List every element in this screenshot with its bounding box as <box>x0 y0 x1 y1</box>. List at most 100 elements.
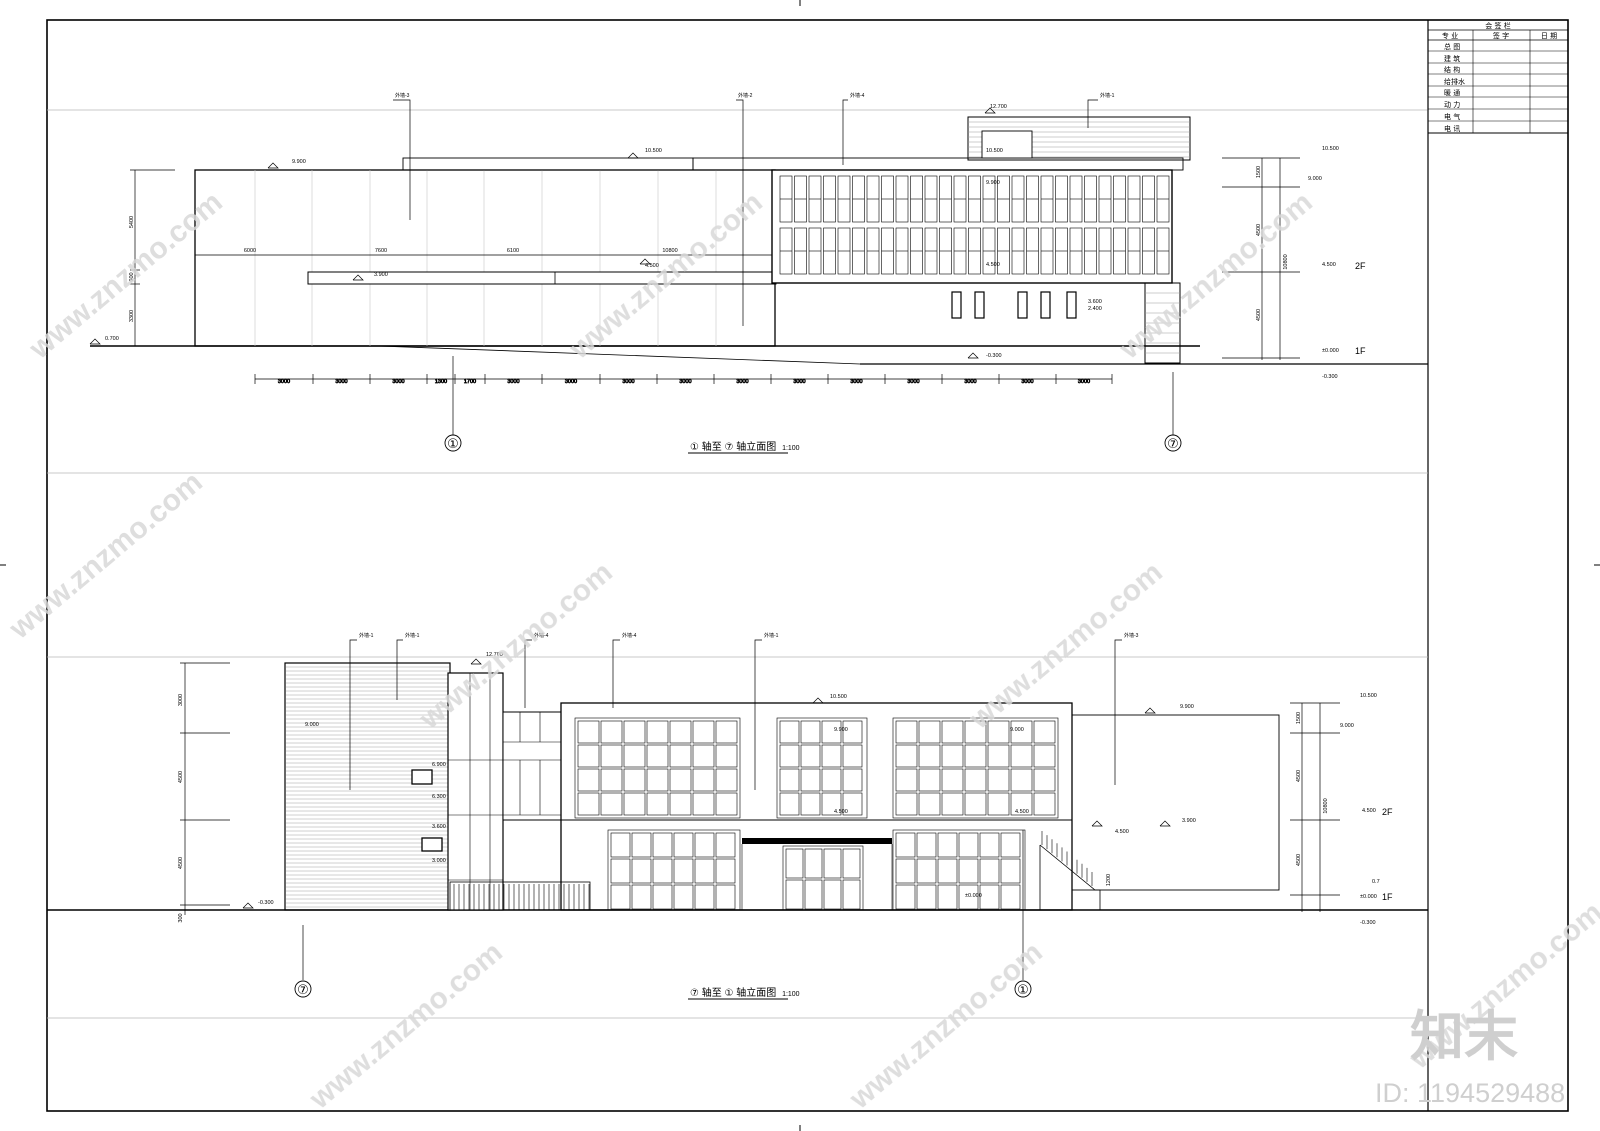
dimension-label: 3000 <box>278 379 290 385</box>
curtain-panel <box>715 744 738 768</box>
svg-text:3.900: 3.900 <box>1182 818 1196 824</box>
main-body-bottom <box>560 702 1073 911</box>
svg-text:外墙-3: 外墙-3 <box>395 92 410 99</box>
svg-text:10.500: 10.500 <box>986 148 1003 154</box>
curtain-panel <box>895 744 918 768</box>
curtain-panel <box>673 832 694 858</box>
dimension-label: 3000 <box>679 379 691 385</box>
curtain-panel <box>577 720 600 744</box>
curtain-panel <box>692 720 715 744</box>
curtain-panel <box>1033 792 1056 816</box>
row-structure: 结 构 <box>1444 65 1460 74</box>
curtain-panel <box>1010 744 1033 768</box>
svg-text:2.400: 2.400 <box>1088 306 1102 312</box>
col-signature: 签 字 <box>1493 31 1509 40</box>
svg-text:5400: 5400 <box>129 216 135 228</box>
svg-text:4.500: 4.500 <box>1115 829 1129 835</box>
curtain-panel <box>646 744 669 768</box>
svg-text:4.500: 4.500 <box>986 262 1000 268</box>
svg-text:9.900: 9.900 <box>986 180 1000 186</box>
svg-text:300: 300 <box>178 913 184 922</box>
curtain-panel <box>1010 792 1033 816</box>
curtain-panel <box>631 832 652 858</box>
curtain-panel <box>958 858 979 884</box>
curtain-panel <box>1010 768 1033 792</box>
curtain-panel <box>779 720 800 744</box>
curtain-panel <box>623 744 646 768</box>
curtain-panel <box>652 884 673 910</box>
curtain-panel <box>610 832 631 858</box>
svg-text:9.000: 9.000 <box>1010 727 1024 733</box>
curtain-panel <box>631 884 652 910</box>
col-date: 日 期 <box>1541 32 1557 40</box>
curtain-panel <box>715 884 736 910</box>
svg-text:www.znzmo.com: www.znzmo.com <box>963 555 1169 736</box>
svg-text:3.900: 3.900 <box>374 272 388 278</box>
svg-text:-0.300: -0.300 <box>986 353 1002 359</box>
curtain-panel <box>804 848 823 879</box>
dimension-label: 1700 <box>464 379 476 385</box>
curtain-panel <box>941 768 964 792</box>
svg-text:外墙-2: 外墙-2 <box>738 92 753 99</box>
svg-text:9.000: 9.000 <box>1340 723 1354 729</box>
curtain-panel <box>600 768 623 792</box>
sheet-border <box>46 19 1569 1112</box>
svg-text:3.600: 3.600 <box>1088 299 1102 305</box>
dimension-label: 3000 <box>565 379 577 385</box>
curtain-wall-top <box>771 169 1173 284</box>
svg-text:⑦: ⑦ <box>1167 436 1179 451</box>
curtain-panel <box>895 720 918 744</box>
curtain-panel <box>694 832 715 858</box>
curtain-panel <box>623 720 646 744</box>
curtain-panel <box>577 744 600 768</box>
svg-text:0.700: 0.700 <box>105 336 119 342</box>
curtain-frame <box>776 717 868 819</box>
curtain-panel <box>646 720 669 744</box>
svg-text:10800: 10800 <box>662 248 677 254</box>
curtain-panel <box>941 792 964 816</box>
axis-bubble-1-bottom <box>1014 980 1032 998</box>
curtain-panel <box>842 848 861 879</box>
elevation-bottom: 外墙-1 外墙-1 外墙-4 外墙-4 外墙-1 外墙-3 12.700 10.… <box>47 632 1428 1000</box>
svg-text:3300: 3300 <box>129 310 135 322</box>
curtain-panel <box>610 884 631 910</box>
curtain-panel <box>673 858 694 884</box>
svg-text:6.300: 6.300 <box>432 794 446 800</box>
curtain-panel <box>694 858 715 884</box>
curtain-panel <box>964 720 987 744</box>
curtain-panel <box>800 744 821 768</box>
row-hvac: 暖 通 <box>1444 88 1460 97</box>
curtain-panel <box>669 720 692 744</box>
curtain-panel <box>1000 858 1021 884</box>
svg-text:4500: 4500 <box>1256 224 1262 236</box>
row-electrical: 电 气 <box>1444 112 1460 121</box>
svg-text:www.znzmo.com: www.znzmo.com <box>843 935 1049 1116</box>
svg-text:4500: 4500 <box>178 771 184 783</box>
svg-text:9.900: 9.900 <box>834 727 848 733</box>
dimension-label: 3000 <box>964 379 976 385</box>
svg-text:10.500: 10.500 <box>1360 693 1377 699</box>
curtain-panel <box>987 768 1010 792</box>
svg-text:4.500: 4.500 <box>1362 808 1376 814</box>
svg-text:9.900: 9.900 <box>1180 704 1194 710</box>
curtain-panel <box>937 884 958 910</box>
curtain-panel <box>842 744 863 768</box>
curtain-panel <box>623 768 646 792</box>
curtain-panel <box>821 744 842 768</box>
curtain-panel <box>918 792 941 816</box>
curtain-panel <box>577 792 600 816</box>
dimension-label: 3000 <box>622 379 634 385</box>
curtain-frame <box>574 717 741 819</box>
axis-bubble-7-top <box>1164 434 1182 452</box>
svg-text:10.500: 10.500 <box>645 148 662 154</box>
curtain-panel <box>1033 768 1056 792</box>
curtain-panel <box>669 768 692 792</box>
curtain-panel <box>842 792 863 816</box>
curtain-panel <box>692 768 715 792</box>
row-general: 总 图 <box>1444 42 1460 51</box>
curtain-panel <box>804 879 823 910</box>
svg-text:10800: 10800 <box>1323 798 1329 813</box>
row-telecom: 电 讯 <box>1444 124 1460 133</box>
curtain-panel <box>895 768 918 792</box>
curtain-panel <box>979 832 1000 858</box>
